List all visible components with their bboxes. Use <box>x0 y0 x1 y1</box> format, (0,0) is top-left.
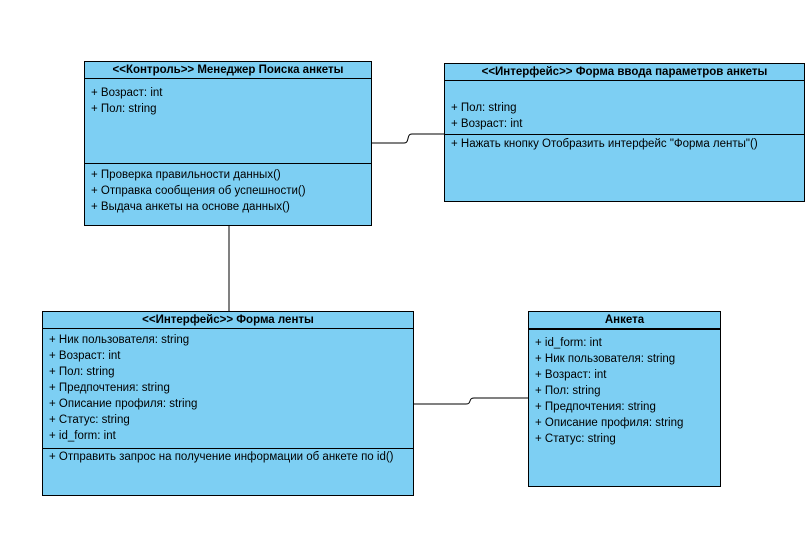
attribute: + Возраст: int <box>49 350 121 362</box>
class-title: <<Интерфейс>> Форма ленты <box>43 312 413 329</box>
attribute: + Возраст: int <box>535 369 607 381</box>
attributes-section: + Возраст: int + Пол: string <box>85 79 371 163</box>
attribute: + Предпочтения: string <box>49 382 170 394</box>
attribute: + Ник пользователя: string <box>535 353 676 365</box>
attribute: + Пол: string <box>451 102 517 114</box>
operations-section: + Нажать кнопку Отобразить интерфейс "Фо… <box>445 134 804 152</box>
attribute: + Пол: string <box>535 385 601 397</box>
operations-section: + Проверка правильности данных() + Отпра… <box>85 163 371 215</box>
attribute: + Описание профиля: string <box>535 417 684 429</box>
operation: + Проверка правильности данных() <box>91 169 281 181</box>
attribute: + Возраст: int <box>451 118 523 130</box>
attribute: + Статус: string <box>49 414 130 426</box>
operation: + Выдача анкеты на основе данных() <box>91 201 290 213</box>
operations-section: + Отправить запрос на получение информац… <box>43 448 413 465</box>
attribute: + id_form: int <box>535 337 602 349</box>
class-title: <<Контроль>> Менеджер Поиска анкеты <box>85 62 371 79</box>
attribute: + Описание профиля: string <box>49 398 198 410</box>
class-title: Анкета <box>529 312 720 329</box>
class-manager[interactable]: <<Контроль>> Менеджер Поиска анкеты + Во… <box>84 61 372 226</box>
class-title: <<Интерфейс>> Форма ввода параметров анк… <box>445 64 804 81</box>
class-input-form[interactable]: <<Интерфейс>> Форма ввода параметров анк… <box>444 63 805 202</box>
association-feedform-profile <box>413 397 528 405</box>
association-manager-inputform <box>371 133 445 144</box>
attribute: + id_form: int <box>49 430 116 442</box>
attributes-section: + id_form: int + Ник пользователя: strin… <box>529 329 720 447</box>
attribute: + Пол: string <box>91 103 157 115</box>
operation: + Отправка сообщения об успешности() <box>91 185 306 197</box>
class-profile[interactable]: Анкета + id_form: int + Ник пользователя… <box>528 311 721 487</box>
operation: + Нажать кнопку Отобразить интерфейс "Фо… <box>451 138 758 150</box>
operation: + Отправить запрос на получение информац… <box>49 451 394 463</box>
attributes-section: + Пол: string + Возраст: int <box>445 81 804 134</box>
attributes-section: + Ник пользователя: string + Возраст: in… <box>43 329 413 448</box>
attribute: + Статус: string <box>535 433 616 445</box>
attribute: + Возраст: int <box>91 87 163 99</box>
attribute: + Предпочтения: string <box>535 401 656 413</box>
attribute: + Ник пользователя: string <box>49 334 190 346</box>
class-feed-form[interactable]: <<Интерфейс>> Форма ленты + Ник пользова… <box>42 311 414 496</box>
attribute: + Пол: string <box>49 366 115 378</box>
